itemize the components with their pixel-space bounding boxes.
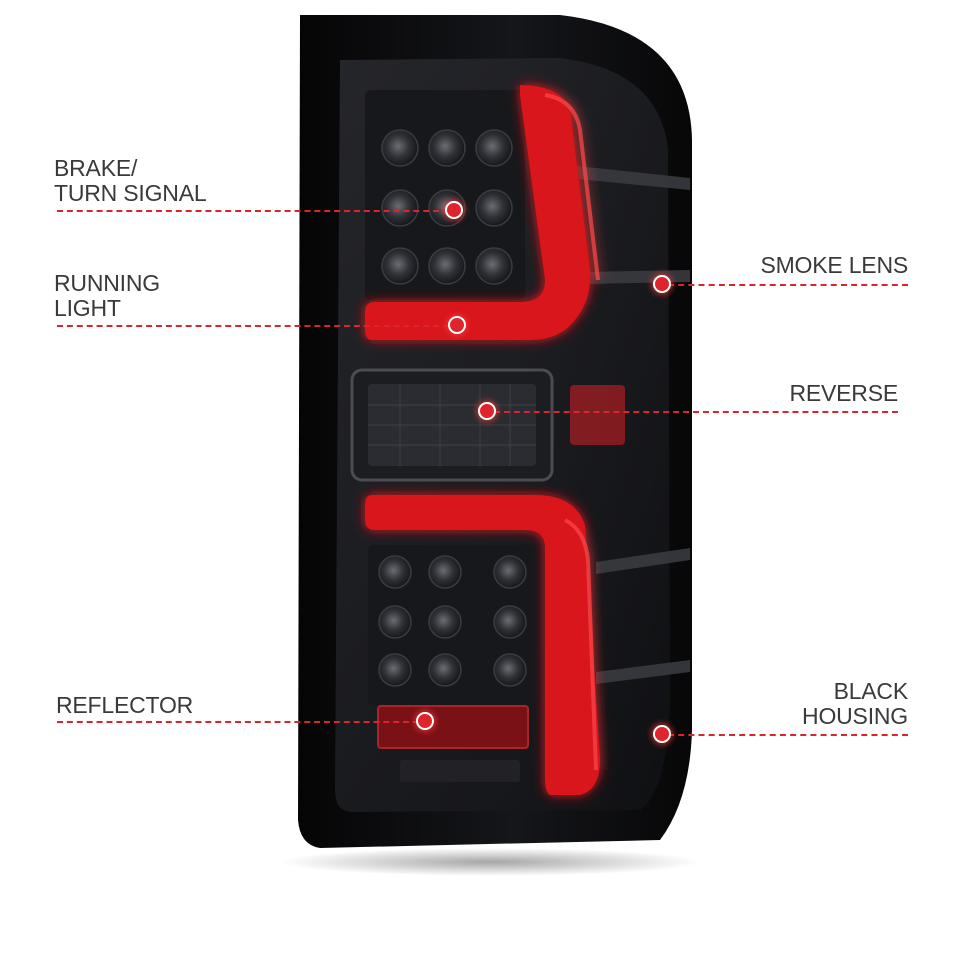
upper-light-bar	[365, 85, 600, 340]
reflector	[377, 705, 529, 749]
callout-dot-reverse	[478, 402, 496, 420]
callout-dot-running	[448, 316, 466, 334]
upper-led-cluster	[365, 90, 525, 300]
label-running-light: RUNNING LIGHT	[54, 270, 160, 321]
reverse-lens	[350, 368, 554, 482]
label-black-housing: BLACK HOUSING	[802, 678, 908, 729]
side-ribs	[568, 165, 690, 684]
leader-line-housing	[668, 734, 908, 736]
label-smoke-lens: SMOKE LENS	[760, 252, 908, 278]
leader-line-smoke	[668, 284, 908, 286]
callout-dot-housing	[653, 725, 671, 743]
leader-line-brake	[57, 210, 449, 212]
ground-shadow	[280, 848, 700, 876]
embossed-markings	[400, 760, 520, 782]
side-marker	[570, 385, 625, 445]
lower-led-cluster	[368, 545, 538, 705]
leader-line-reverse	[494, 411, 898, 413]
leader-line-running	[57, 325, 449, 327]
label-reflector: REFLECTOR	[56, 692, 194, 718]
label-brake-turn-signal: BRAKE/ TURN SIGNAL	[54, 155, 207, 206]
leader-line-reflector	[57, 721, 419, 723]
callout-dot-brake	[445, 201, 463, 219]
callout-dot-reflector	[416, 712, 434, 730]
lower-light-bar	[365, 495, 600, 795]
callout-dot-smoke	[653, 275, 671, 293]
label-reverse: REVERSE	[789, 380, 898, 406]
